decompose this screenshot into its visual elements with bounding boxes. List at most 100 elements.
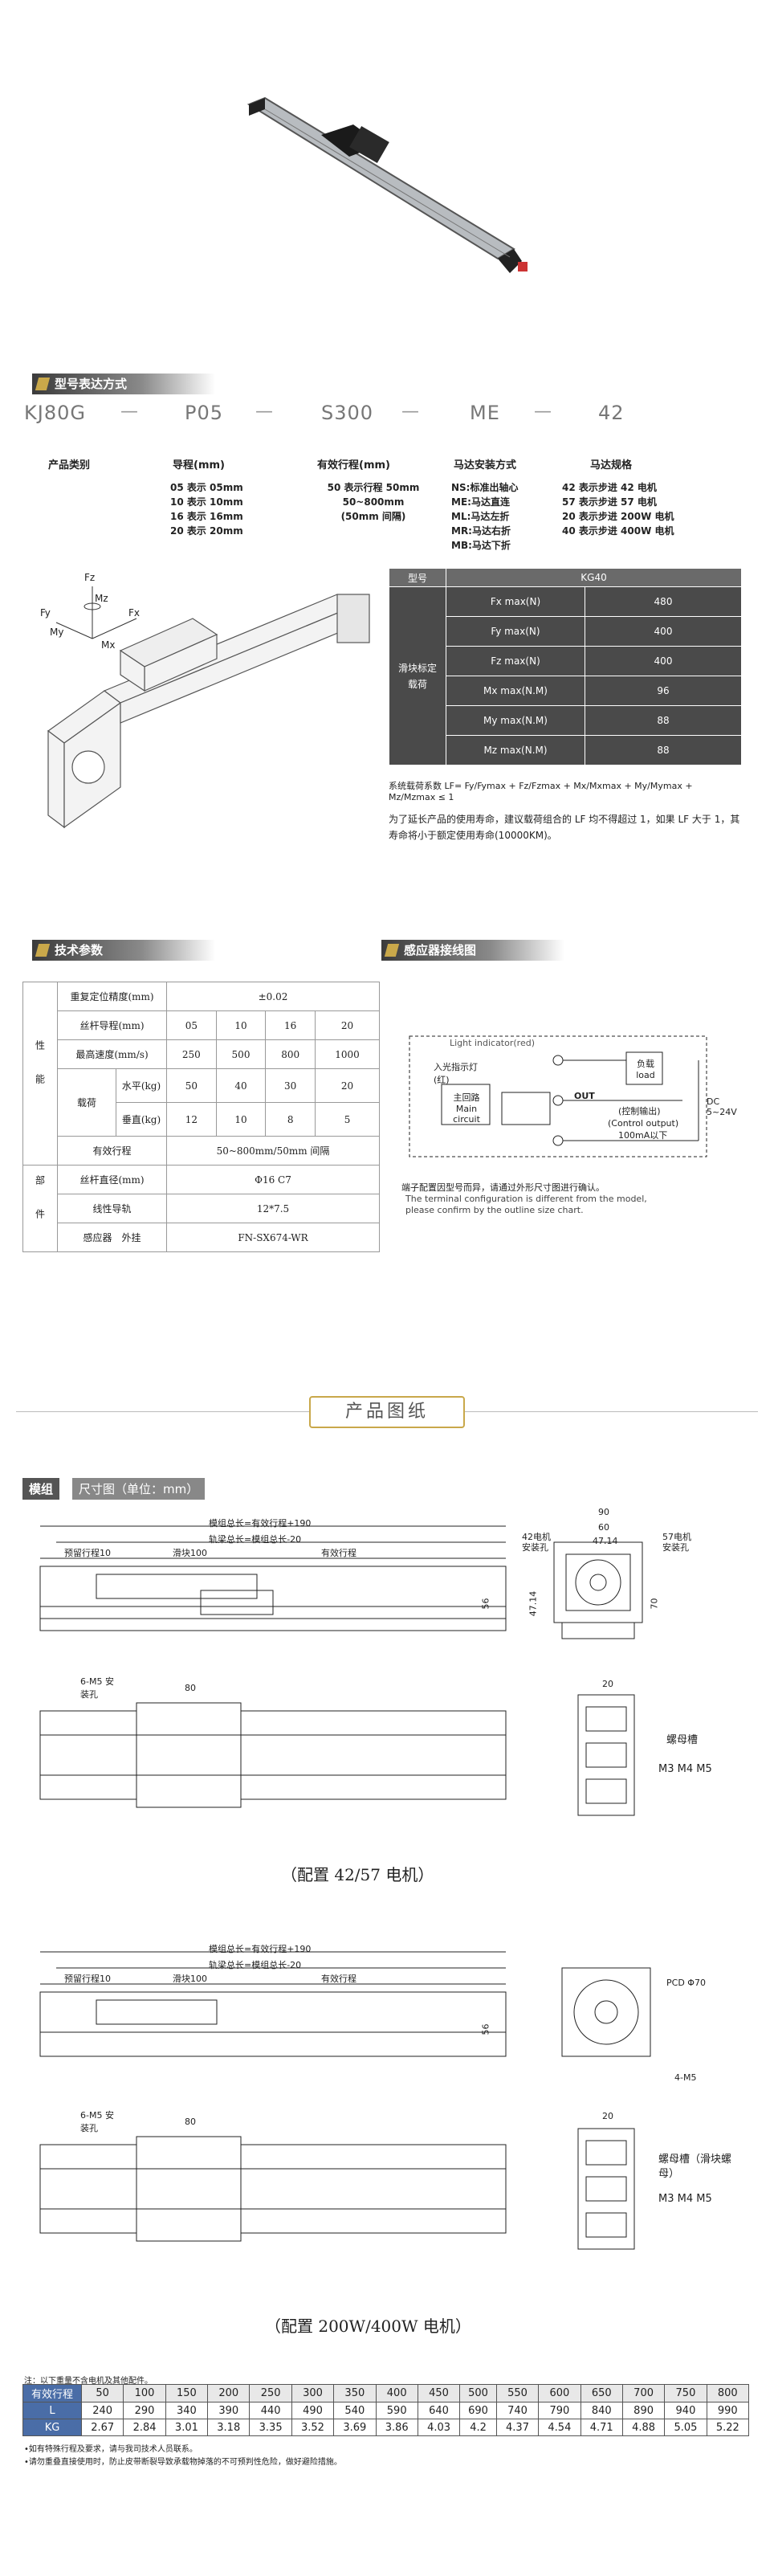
horiz-value: 30 bbox=[265, 1068, 316, 1103]
dim-80-2: 80 bbox=[185, 2117, 196, 2127]
stroke-cell: 350 bbox=[333, 2384, 377, 2402]
drawing-tag1: 模组 bbox=[22, 1478, 60, 1500]
drawing-end-view-1 bbox=[553, 1541, 643, 1639]
kg-cell: 3.18 bbox=[207, 2419, 251, 2436]
dim-slider-1: 滑块100 bbox=[173, 1548, 207, 1558]
load-row-name: Mz max(N.M) bbox=[446, 735, 585, 765]
axis-mz-label: Mz bbox=[95, 593, 108, 604]
lead-value: 20 bbox=[315, 1010, 380, 1040]
stroke-cell: 600 bbox=[538, 2384, 581, 2402]
horiz-value: 20 bbox=[315, 1068, 380, 1103]
kg-cell: 4.03 bbox=[417, 2419, 461, 2436]
nut-spec-1: M3 M4 M5 bbox=[658, 1763, 712, 1775]
label-lead: 导程(mm) bbox=[173, 459, 225, 472]
caption-1: （配置 42/57 电机） bbox=[281, 1865, 434, 1884]
nut-label-1: 螺母槽 bbox=[666, 1734, 699, 1746]
dim-total-2: 模组总长=有效行程+190 bbox=[209, 1944, 312, 1954]
dim-20-1: 20 bbox=[602, 1679, 613, 1689]
lead-label: 丝杆导程(mm) bbox=[57, 1010, 167, 1040]
sensor-note-cn: 端子配置因型号而异，请通过外形尺寸图进行确认。 bbox=[401, 1182, 605, 1193]
load-row-name: Fx max(N) bbox=[446, 586, 585, 617]
lead-value: 10 bbox=[215, 1010, 267, 1040]
dim-reserve-2: 预留行程10 bbox=[64, 1974, 111, 1984]
tech-group-performance: 性能 bbox=[22, 982, 58, 1166]
sensor-load: 负载 load bbox=[636, 1059, 655, 1080]
axis-mx-label: Mx bbox=[101, 639, 116, 651]
stroke-cell: 650 bbox=[580, 2384, 623, 2402]
load-row-name: Fy max(N) bbox=[446, 616, 585, 647]
stroke-cell: 300 bbox=[291, 2384, 335, 2402]
dash: — bbox=[255, 402, 273, 422]
dim-slider-2: 滑块100 bbox=[173, 1974, 207, 1984]
l-cell: 890 bbox=[621, 2402, 666, 2419]
kg-cell: 2.67 bbox=[80, 2419, 124, 2436]
stroke-cell: 200 bbox=[207, 2384, 251, 2402]
label-category: 产品类别 bbox=[48, 459, 91, 472]
code-me: ME bbox=[470, 402, 500, 424]
vert-label: 垂直(kg) bbox=[116, 1102, 167, 1137]
pcd-label: PCD Φ70 bbox=[666, 1978, 706, 1988]
repeat-label: 重复定位精度(mm) bbox=[57, 982, 167, 1011]
sensor-indicator: 入光指示灯(红) bbox=[434, 1062, 478, 1085]
load-row-value: 88 bbox=[585, 705, 742, 736]
axis-fy-label: Fy bbox=[40, 607, 51, 618]
drawing-end-view-2 bbox=[561, 1967, 651, 2057]
dim-60-1: 60 bbox=[598, 1522, 609, 1533]
dim-56-1: 56 bbox=[480, 1598, 491, 1610]
stroke-cell: 100 bbox=[123, 2384, 166, 2402]
sensor-control-en: (Control output) bbox=[608, 1118, 679, 1129]
load-row-name: My max(N.M) bbox=[446, 705, 585, 736]
drawing-top-view-2 bbox=[39, 2136, 507, 2242]
drawing-side-view-1 bbox=[39, 1525, 507, 1631]
row-label-kg: KG bbox=[22, 2419, 82, 2436]
sensor-main: 主回路 Main circuit bbox=[453, 1092, 480, 1125]
kg-cell: 4.88 bbox=[621, 2419, 666, 2436]
kg-cell: 4.71 bbox=[580, 2419, 623, 2436]
footnote-2: •请勿重叠直接使用时，防止皮带断裂导致承载物掉落的不可预判性危险，做好避险措施。 bbox=[24, 2458, 342, 2467]
l-cell: 290 bbox=[123, 2402, 166, 2419]
drawing-top-view-1 bbox=[39, 1702, 507, 1808]
code-p05: P05 bbox=[185, 402, 224, 424]
footnote-1: •如有特殊行程及要求，请与我司技术人员联系。 bbox=[24, 2445, 198, 2454]
stroke-cell: 700 bbox=[621, 2384, 666, 2402]
load-row-value: 480 bbox=[585, 586, 742, 617]
dim-80-1: 80 bbox=[185, 1683, 196, 1693]
motor57-label: 57电机 bbox=[662, 1532, 691, 1542]
axis-fz-label: Fz bbox=[84, 572, 96, 583]
l-cell: 740 bbox=[495, 2402, 540, 2419]
dim-90-1: 90 bbox=[598, 1507, 609, 1517]
dim-total-1: 模组总长=有效行程+190 bbox=[209, 1518, 312, 1529]
repeat-value: ±0.02 bbox=[166, 982, 380, 1011]
lf-formula: 系统载荷系数 LF= Fy/Fymax + Fz/Fzmax + Mx/Mxma… bbox=[389, 781, 693, 802]
row-label-l: L bbox=[22, 2402, 82, 2419]
vert-value: 5 bbox=[315, 1102, 380, 1137]
l-cell: 590 bbox=[375, 2402, 418, 2419]
dim-4714-1: 47.14 bbox=[593, 1536, 618, 1546]
nut-spec-2: M3 M4 M5 bbox=[658, 2193, 712, 2205]
rail-value: 12*7.5 bbox=[166, 1194, 380, 1223]
tech-banner: 技术参数 bbox=[32, 940, 215, 961]
load-table: 型号 KG40 滑块标定载荷 Fx max(N) 480 Fy max(N)40… bbox=[389, 568, 742, 765]
sensor-banner: 感应器接线图 bbox=[381, 940, 564, 961]
code-s300: S300 bbox=[321, 402, 374, 424]
sensor-note-en2: please confirm by the outline size chart… bbox=[405, 1205, 584, 1215]
drawing-profile-2 bbox=[577, 2128, 635, 2250]
kg-cell: 4.54 bbox=[538, 2419, 581, 2436]
kg-cell: 3.86 bbox=[375, 2419, 418, 2436]
vert-value: 8 bbox=[265, 1102, 316, 1137]
sensor-value: FN-SX674-WR bbox=[166, 1223, 380, 1252]
l-cell: 390 bbox=[207, 2402, 251, 2419]
kg-cell: 5.05 bbox=[664, 2419, 707, 2436]
motor42-label: 42电机 bbox=[522, 1532, 551, 1542]
dim-rail-2: 轨梁总长=模组总长-20 bbox=[209, 1960, 302, 1970]
speed-value: 250 bbox=[166, 1039, 217, 1069]
l-cell: 440 bbox=[249, 2402, 292, 2419]
stroke-value: 50~800mm/50mm 间隔 bbox=[166, 1136, 380, 1166]
load-row-name: Fz max(N) bbox=[446, 646, 585, 676]
l-cell: 490 bbox=[291, 2402, 335, 2419]
dim-stroke-1: 有效行程 bbox=[321, 1548, 356, 1558]
load-row-value: 88 bbox=[585, 735, 742, 765]
code-42: 42 bbox=[598, 402, 625, 424]
